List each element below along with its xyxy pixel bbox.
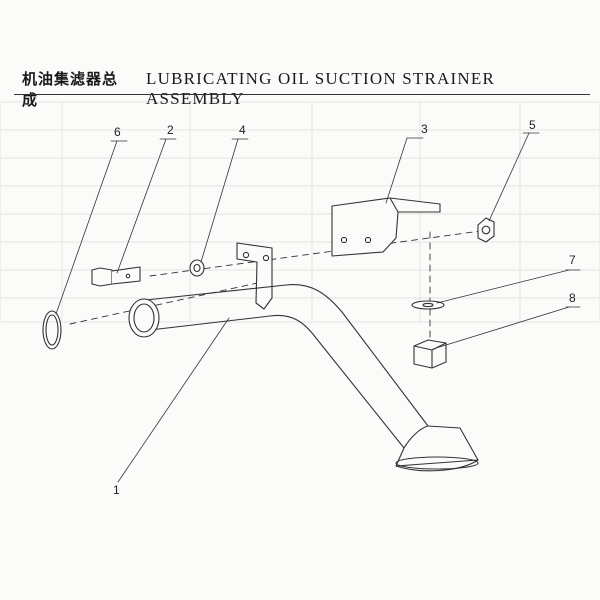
part-3-bracket <box>331 197 441 257</box>
leader-lines <box>55 132 570 483</box>
part-5-nut <box>477 217 495 243</box>
callout-2: 2 <box>167 123 174 137</box>
part-2-bolt <box>91 266 141 287</box>
callout-6: 6 <box>114 125 121 139</box>
leader-shoulders <box>110 132 581 308</box>
callout-1: 1 <box>113 483 120 497</box>
callout-numbers: 1 2 3 4 5 6 7 8 <box>113 118 576 497</box>
callout-8: 8 <box>569 291 576 305</box>
title-english: LUBRICATING OIL SUCTION STRAINER ASSEMBL… <box>146 69 495 108</box>
callout-5: 5 <box>529 118 536 132</box>
callout-4: 4 <box>239 123 246 137</box>
part-1-suction-pipe <box>128 242 479 472</box>
part-4-washer <box>189 259 205 277</box>
callout-7: 7 <box>569 253 576 267</box>
title-rule <box>14 94 590 95</box>
callout-3: 3 <box>421 122 428 136</box>
part-7-flat-washer <box>411 300 445 310</box>
part-8-nut <box>413 339 447 369</box>
assembly-centerlines <box>69 229 489 353</box>
page-title: 机油集滤器总成 LUBRICATING OIL SUCTION STRAINER… <box>22 68 582 110</box>
part-6-sealing-ring <box>42 310 62 350</box>
title-chinese: 机油集滤器总成 <box>22 70 119 109</box>
